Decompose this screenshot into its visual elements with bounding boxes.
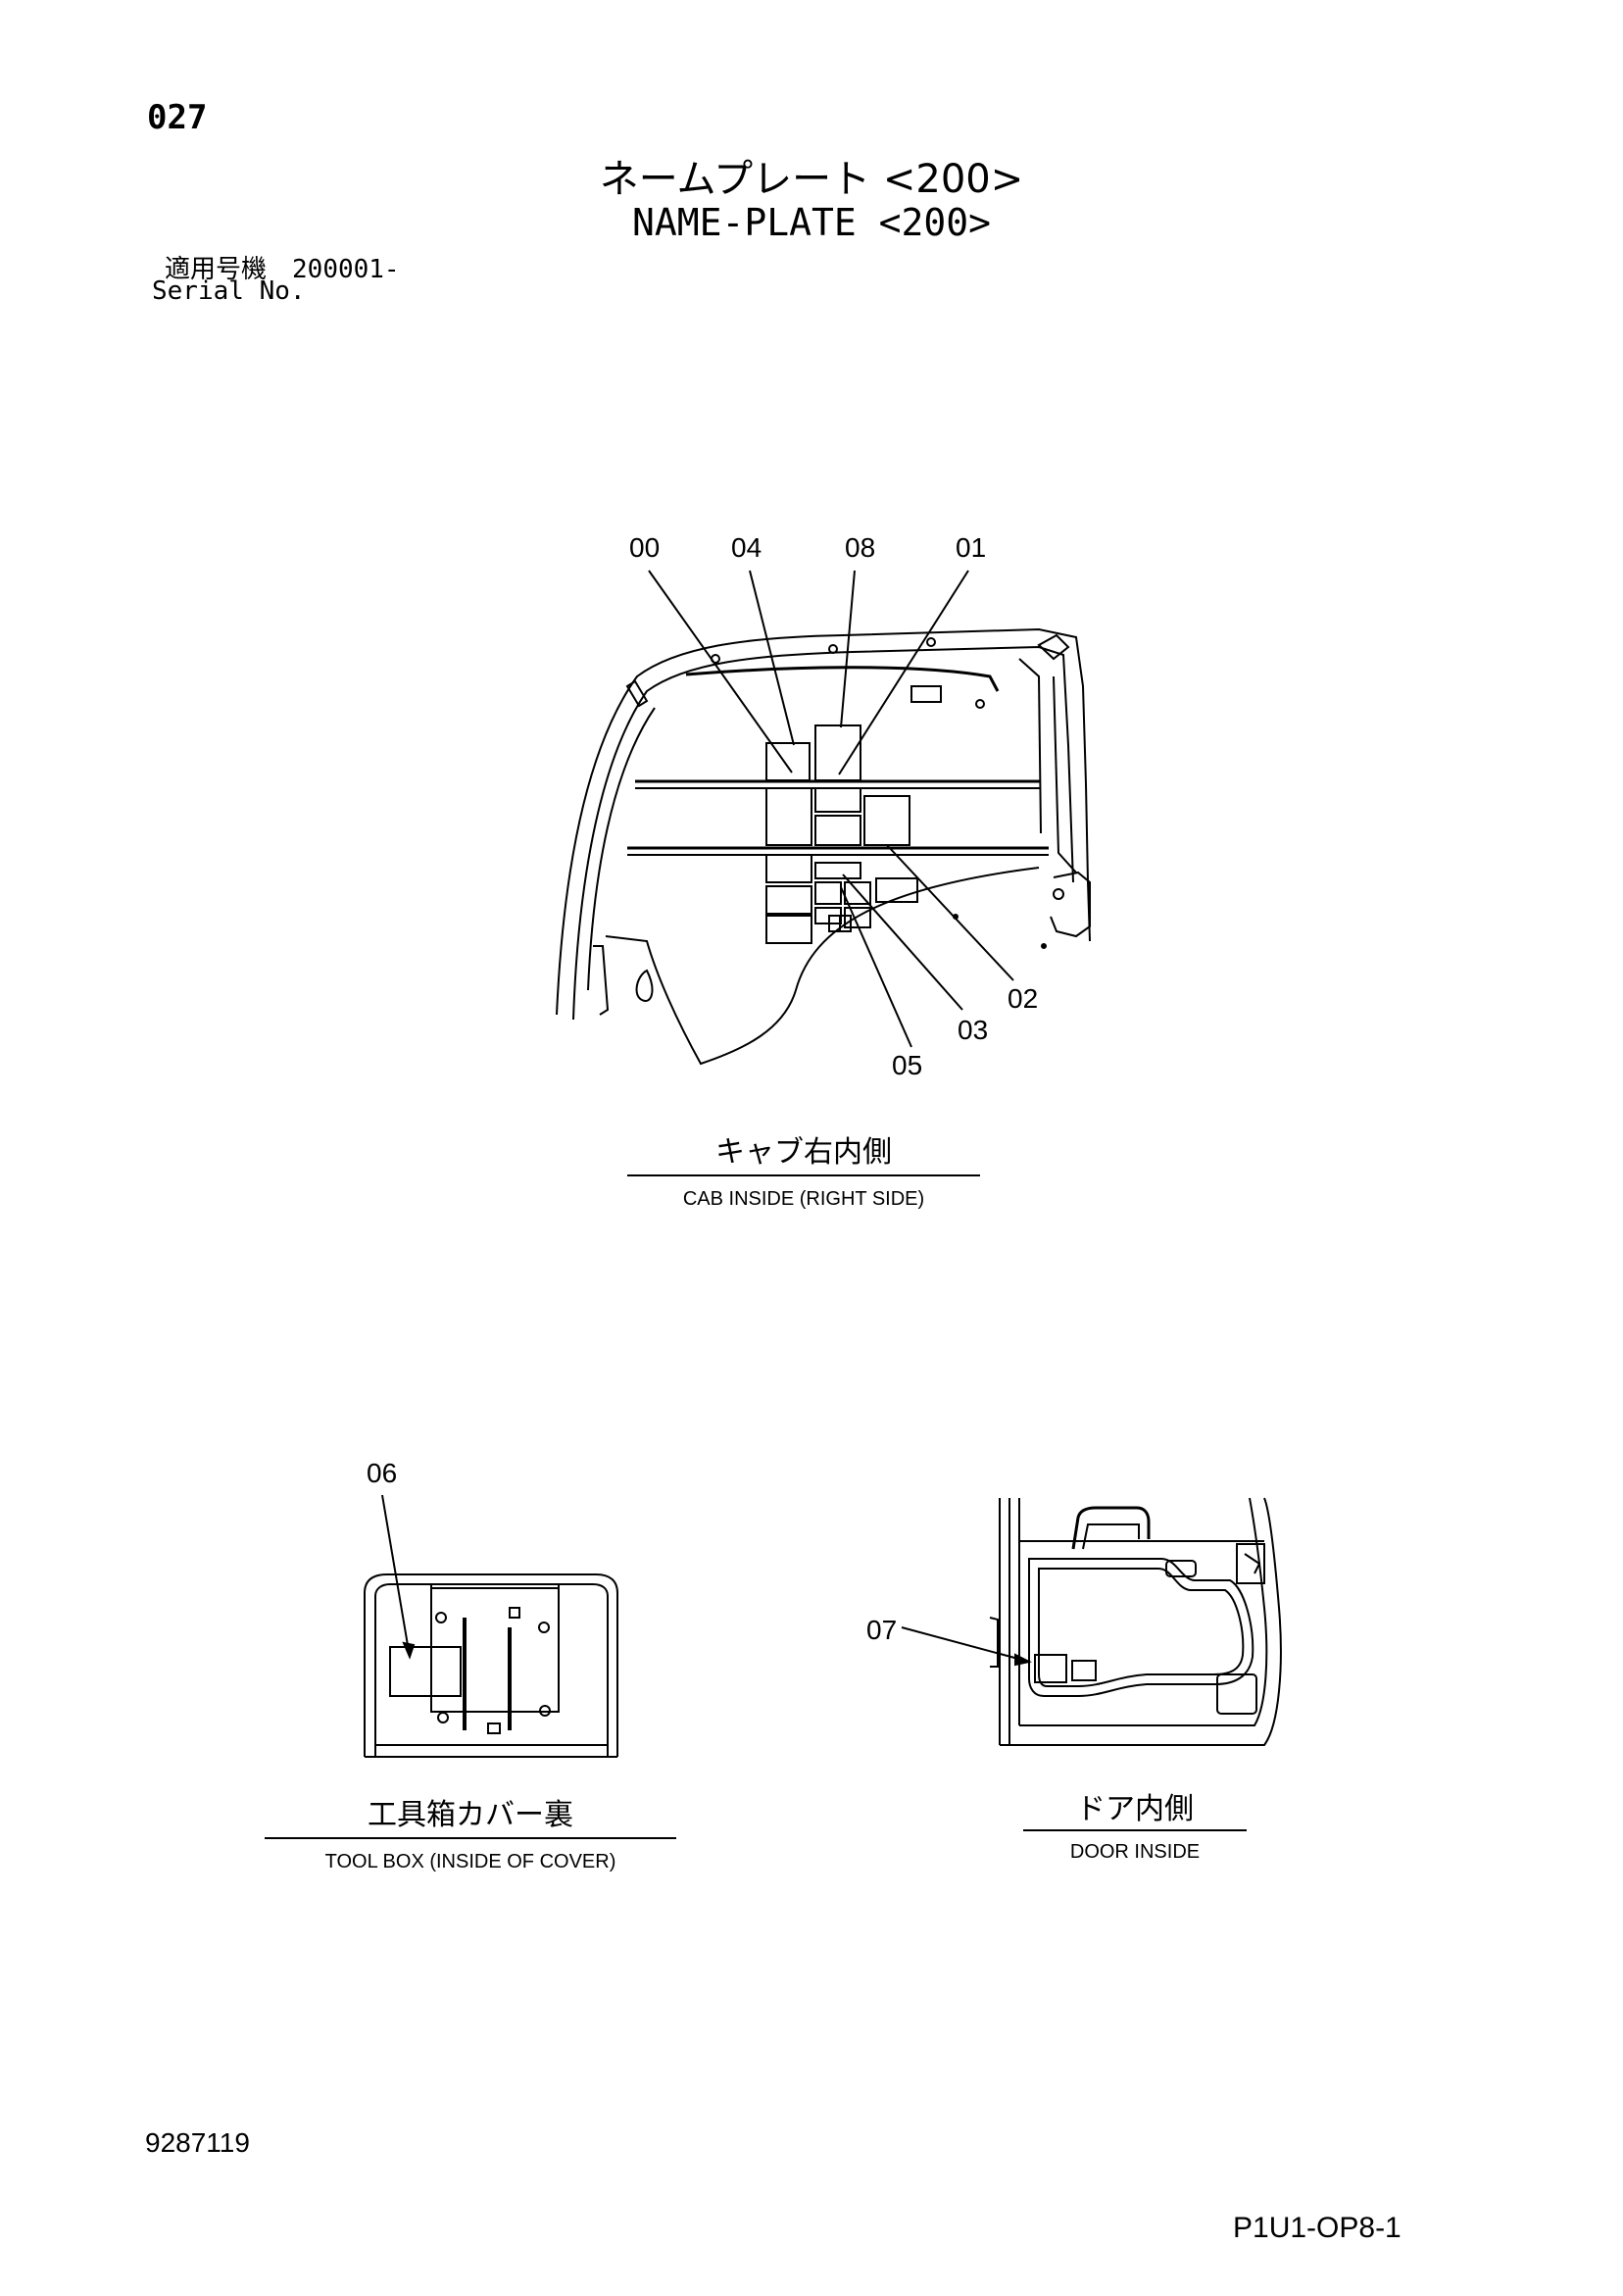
- serial-value: 200001-: [292, 255, 400, 284]
- callout-05: 05: [892, 1050, 922, 1080]
- page-number: 027: [147, 98, 208, 137]
- cab-caption-english: CAB INSIDE (RIGHT SIDE): [682, 1188, 925, 1210]
- plate-06: [389, 1646, 462, 1697]
- title-english: NAME-PLATE <200>: [631, 201, 992, 244]
- toolbox-caption-rule: [265, 1837, 676, 1839]
- document-number: 9287119: [145, 2127, 250, 2158]
- callout-02: 02: [1008, 983, 1038, 1014]
- plate-07: [1034, 1654, 1067, 1683]
- door-caption-japanese: ドア内側: [1076, 1792, 1194, 1826]
- callout-07: 07: [866, 1615, 897, 1645]
- serial-label-jp-text: 適用号機: [165, 255, 268, 284]
- sheet-code: P1U1-OP8-1: [1233, 2212, 1402, 2244]
- cab-caption-rule: [627, 1174, 980, 1176]
- callout-06: 06: [367, 1458, 397, 1488]
- title-japanese: ネームプレート <200>: [599, 157, 1024, 202]
- toolbox-drawing: [364, 1494, 618, 1758]
- serial-label-english: Serial No.: [152, 276, 306, 306]
- door-caption-english: DOOR INSIDE: [1069, 1841, 1201, 1863]
- toolbox-caption-japanese: 工具箱カバー裏: [368, 1798, 573, 1832]
- callout-03: 03: [958, 1015, 988, 1045]
- cab-inside-drawing: [556, 570, 1091, 1066]
- callout-00: 00: [629, 532, 660, 563]
- serial-label-japanese: 適用号機 200001-: [165, 249, 400, 285]
- callout-08: 08: [845, 532, 875, 563]
- callout-01: 01: [956, 532, 986, 563]
- plate-00: [765, 742, 811, 781]
- door-caption-rule: [1023, 1829, 1247, 1831]
- callout-04: 04: [731, 532, 762, 563]
- plate-08: [814, 724, 861, 781]
- door-inside-drawing: [901, 1497, 1282, 1746]
- cab-caption-japanese: キャブ右内側: [715, 1135, 892, 1170]
- toolbox-caption-english: TOOL BOX (INSIDE OF COVER): [324, 1851, 616, 1872]
